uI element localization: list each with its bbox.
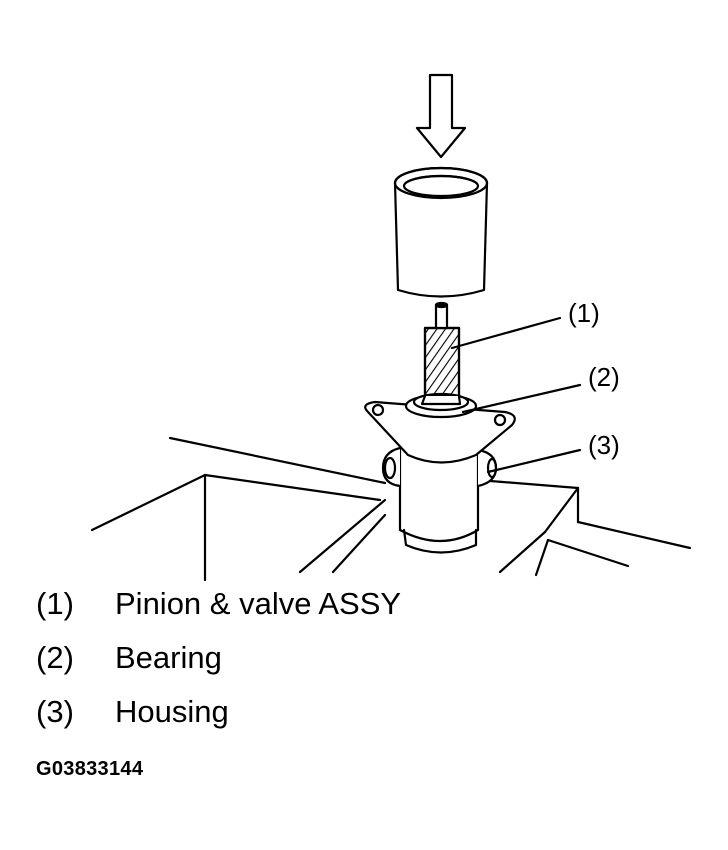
legend-number: (3) (36, 694, 74, 729)
legend-number: (2) (36, 640, 74, 675)
legend-label: Bearing (115, 640, 222, 675)
leader-line-1 (450, 316, 562, 350)
callout-1: (1) (568, 298, 600, 328)
workbench (90, 436, 692, 582)
figure-id: G03833144 (36, 758, 144, 780)
callout-2: (2) (588, 362, 620, 392)
steering-housing (364, 400, 516, 554)
pinion-valve-shaft (420, 301, 462, 406)
legend-label: Pinion & valve ASSY (115, 586, 402, 621)
press-tool-sleeve (393, 166, 489, 298)
legend-label: Housing (115, 694, 229, 729)
legend-number: (1) (36, 586, 74, 621)
leader-line-2 (461, 383, 582, 414)
press-arrow-icon (415, 73, 467, 159)
callout-3: (3) (588, 430, 620, 460)
leader-line-3 (486, 448, 582, 474)
